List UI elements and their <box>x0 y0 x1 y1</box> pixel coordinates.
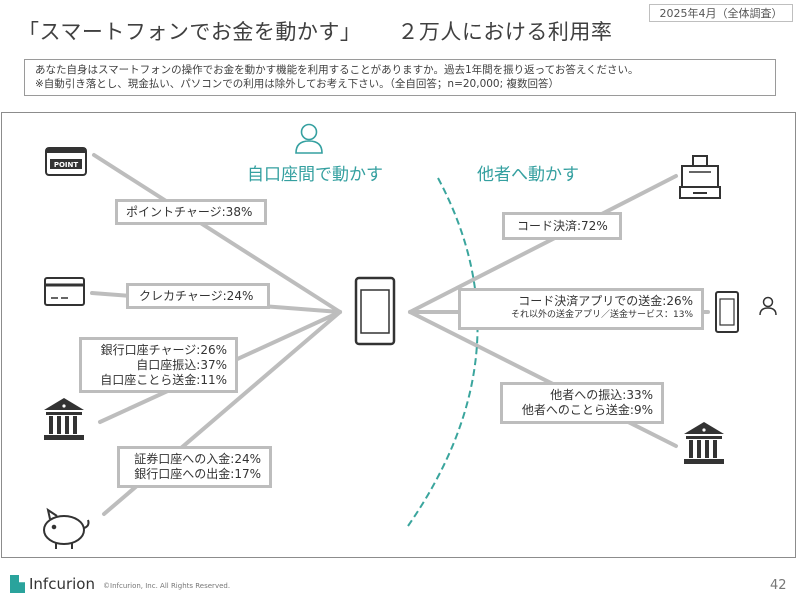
code-app-transfer-box: コード決済アプリでの送金:26% それ以外の送金アプリ／送金サービス：13% <box>458 288 704 330</box>
small-person-icon <box>759 296 777 316</box>
securities-group-box: 証券口座への入金:24% 銀行口座への出金:17% <box>117 446 272 488</box>
securities-deposit-text: 証券口座への入金:24% <box>134 452 261 466</box>
right-heading: 他者へ動かす <box>477 165 579 185</box>
others-bank-transfer-text: 他者への振込:33% <box>550 388 653 402</box>
bank-withdrawal-text: 銀行口座への出金:17% <box>134 467 261 481</box>
credit-card-icon <box>44 277 85 306</box>
question-line-1: あなた自身はスマートフォンの操作でお金を動かす機能を利用することがありますか。過… <box>35 64 639 76</box>
divider-arc <box>407 177 479 527</box>
own-account-cotra-text: 自口座ことら送金:11% <box>100 373 227 387</box>
code-app-transfer-text: コード決済アプリでの送金:26% <box>518 294 693 308</box>
credit-charge-text: クレカチャージ:24% <box>139 289 254 303</box>
brand-name: Infcurion <box>29 575 95 593</box>
person-icon <box>295 123 323 154</box>
brand-logo-mark <box>10 575 25 593</box>
point-charge-box: ポイントチャージ:38% <box>115 199 267 225</box>
connector-line <box>408 310 678 448</box>
diagram-frame <box>1 112 796 558</box>
copyright: ©Infcurion, Inc. All Rights Reserved. <box>103 582 231 590</box>
piggy-bank-icon <box>43 507 90 549</box>
other-transfer-app-text: それ以外の送金アプリ／送金サービス：13% <box>510 310 693 320</box>
credit-charge-box: クレカチャージ:24% <box>126 283 270 309</box>
page-title: 「スマートフォンでお金を動かす」 ２万人における利用率 <box>18 16 612 46</box>
code-payment-text: コード決済:72% <box>517 219 608 233</box>
code-payment-box: コード決済:72% <box>502 212 622 240</box>
cash-register-icon <box>679 155 721 199</box>
bank-icon <box>44 398 84 440</box>
others-cotra-transfer-text: 他者へのことら送金:9% <box>521 403 653 417</box>
question-box: あなた自身はスマートフォンの操作でお金を動かす機能を利用することがありますか。過… <box>24 59 776 96</box>
smartphone-icon <box>354 276 396 346</box>
title-sub: ２万人における利用率 <box>397 20 613 44</box>
point-charge-text: ポイントチャージ:38% <box>126 205 253 219</box>
small-smartphone-icon <box>715 291 739 333</box>
title-main: 「スマートフォンでお金を動かす」 <box>18 20 362 44</box>
point-card-icon: POINT <box>45 147 87 176</box>
brand-logo: Infcurion <box>10 574 95 594</box>
bank-icon-right <box>684 422 724 464</box>
page-number: 42 <box>770 578 787 593</box>
date-tag: 2025年4月（全体調査） <box>649 4 793 22</box>
bank-charge-text: 銀行口座チャージ:26% <box>100 343 227 357</box>
others-transfer-box: 他者への振込:33% 他者へのことら送金:9% <box>500 382 664 424</box>
own-account-transfer-text: 自口座振込:37% <box>136 358 227 372</box>
connector-line <box>408 174 678 314</box>
connector-line <box>92 153 342 314</box>
question-line-2: ※自動引き落とし、現金払い、パソコンでの利用は除外してお考え下さい。（全自回答；… <box>35 78 559 90</box>
left-heading: 自口座間で動かす <box>247 165 383 185</box>
point-card-label: POINT <box>54 161 79 169</box>
bank-group-box: 銀行口座チャージ:26% 自口座振込:37% 自口座ことら送金:11% <box>79 337 238 393</box>
